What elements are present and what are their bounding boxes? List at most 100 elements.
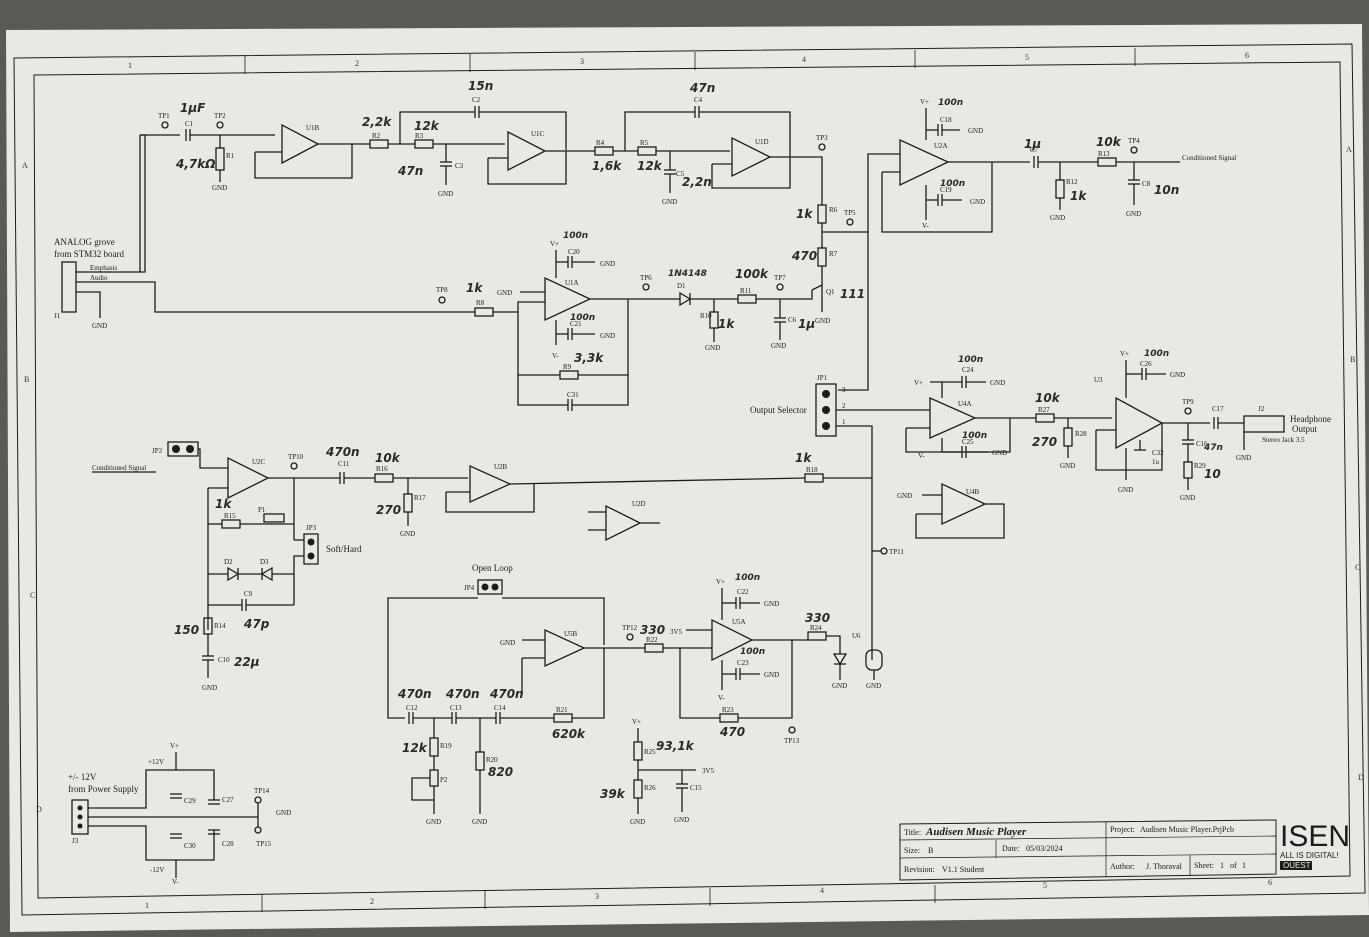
r21-value: 620k (552, 727, 586, 741)
r13-value: 10k (1096, 135, 1122, 149)
project-label: Project: (1110, 825, 1135, 834)
c14-ref: C14 (494, 704, 506, 712)
r5-value: 12k (637, 159, 663, 173)
tp6[interactable] (642, 283, 650, 291)
tp4[interactable] (1130, 146, 1138, 154)
wire (899, 835, 1277, 841)
jp1-pin3: 3 (842, 386, 846, 394)
title-value: Audisen Music Player (925, 826, 1027, 838)
tp10[interactable] (290, 462, 298, 470)
c20-ref: C20 (568, 248, 580, 256)
zone-row-d: D (36, 805, 42, 814)
c13-ref: C13 (450, 704, 462, 712)
r2-ref: R2 (372, 132, 381, 140)
c6-ref: C6 (788, 316, 797, 324)
wire (77, 814, 83, 820)
tp5-ref: TP5 (844, 209, 856, 217)
tp15-ref: TP15 (256, 840, 272, 848)
wire (186, 445, 194, 453)
tp8[interactable] (438, 296, 446, 304)
project-value: Audisen Music Player.PrjPcb (1140, 825, 1234, 834)
r25-vplus: V+ (632, 718, 641, 726)
c31-ref: C31 (567, 391, 579, 399)
isen-tagline: ALL IS DIGITAL! (1280, 851, 1339, 860)
power-vminus: V- (172, 878, 179, 886)
j3-ref: J3 (72, 837, 79, 845)
zone-row-c: C (30, 591, 35, 600)
wire (899, 853, 1277, 859)
zone-col-4b: 4 (820, 886, 824, 895)
r9-value: 3,3k (574, 351, 604, 365)
u4a-vminus: V- (918, 452, 925, 460)
r15-ref: R15 (224, 512, 236, 520)
c3-ref: C3 (455, 162, 464, 170)
c10-value: 22µ (234, 655, 260, 669)
zone-row-a-r: A (1346, 145, 1352, 154)
r17-gnd: GND (400, 530, 415, 538)
j2-gnd: GND (1236, 454, 1251, 462)
r17-value: 270 (376, 503, 401, 517)
r22-ref: R22 (646, 636, 658, 644)
u1b-ref: U1B (306, 124, 320, 132)
u2b-opamp (469, 464, 512, 504)
tp7[interactable] (776, 283, 784, 291)
u6-led (832, 653, 848, 666)
r13-ref: R13 (1098, 150, 1110, 158)
wire (387, 597, 478, 719)
wire (822, 390, 830, 398)
wire (572, 375, 629, 406)
c2-value: 15n (468, 79, 493, 93)
q1-gnd: GND (815, 317, 830, 325)
tp3[interactable] (818, 143, 826, 151)
u5a-vminus: V- (718, 694, 725, 702)
u1a-ref: U1A (565, 279, 579, 287)
r8-value: 1k (466, 281, 483, 295)
u6-ldr-gnd: GND (866, 682, 881, 690)
zone-col-5: 5 (1025, 53, 1029, 62)
tp9[interactable] (1184, 407, 1192, 415)
j1-ref: J1 (54, 312, 61, 320)
c5-gnd: GND (662, 198, 677, 206)
c26-value: 100n (1144, 349, 1169, 359)
c9-value: 47p (243, 617, 270, 631)
r25-ref: R25 (644, 748, 656, 756)
zone-col-6b: 6 (1268, 878, 1272, 887)
c14-value: 470n (489, 687, 524, 701)
wire (487, 151, 567, 185)
u1b-opamp (281, 123, 320, 165)
wire (502, 597, 605, 645)
q1-transistor (811, 283, 823, 312)
tp2[interactable] (216, 121, 224, 129)
c8-gnd: GND (1126, 210, 1141, 218)
zone-col-4: 4 (802, 55, 806, 64)
c6-value: 1µ (798, 317, 815, 331)
wire (88, 769, 215, 809)
c24-ref: C24 (962, 366, 974, 374)
jp3-jumper[interactable] (303, 533, 319, 565)
wire (307, 538, 315, 546)
c22-gnd: GND (764, 600, 779, 608)
u4a-opamp (929, 396, 977, 440)
c5-ref: C5 (676, 170, 685, 178)
tp5[interactable] (846, 218, 854, 226)
u5a-opamp (711, 618, 754, 662)
tp1[interactable] (161, 121, 169, 129)
c22-value: 100n (735, 573, 760, 583)
c7-value: 1µ (1024, 137, 1041, 151)
u3-vplus: V+ (1120, 350, 1129, 358)
tp13[interactable] (788, 726, 796, 734)
output-selector-label: Output Selector (750, 405, 807, 415)
j1-gnd-label: GND (92, 322, 107, 330)
jp4-jumper[interactable] (477, 579, 503, 595)
conditioned-signal-out: Conditioned Signal (1182, 154, 1236, 162)
zone-ticks (244, 48, 1136, 912)
size-label: Size: (904, 846, 920, 855)
r6-ref: R6 (829, 206, 838, 214)
c13-value: 470n (445, 687, 480, 701)
r27-value: 10k (1035, 391, 1061, 405)
j1-connector (61, 261, 77, 313)
u5a-3v5: 3V5 (670, 628, 683, 636)
r23-value: 470 (719, 725, 745, 739)
tp12[interactable] (626, 633, 634, 641)
r20-gnd: GND (472, 818, 487, 826)
